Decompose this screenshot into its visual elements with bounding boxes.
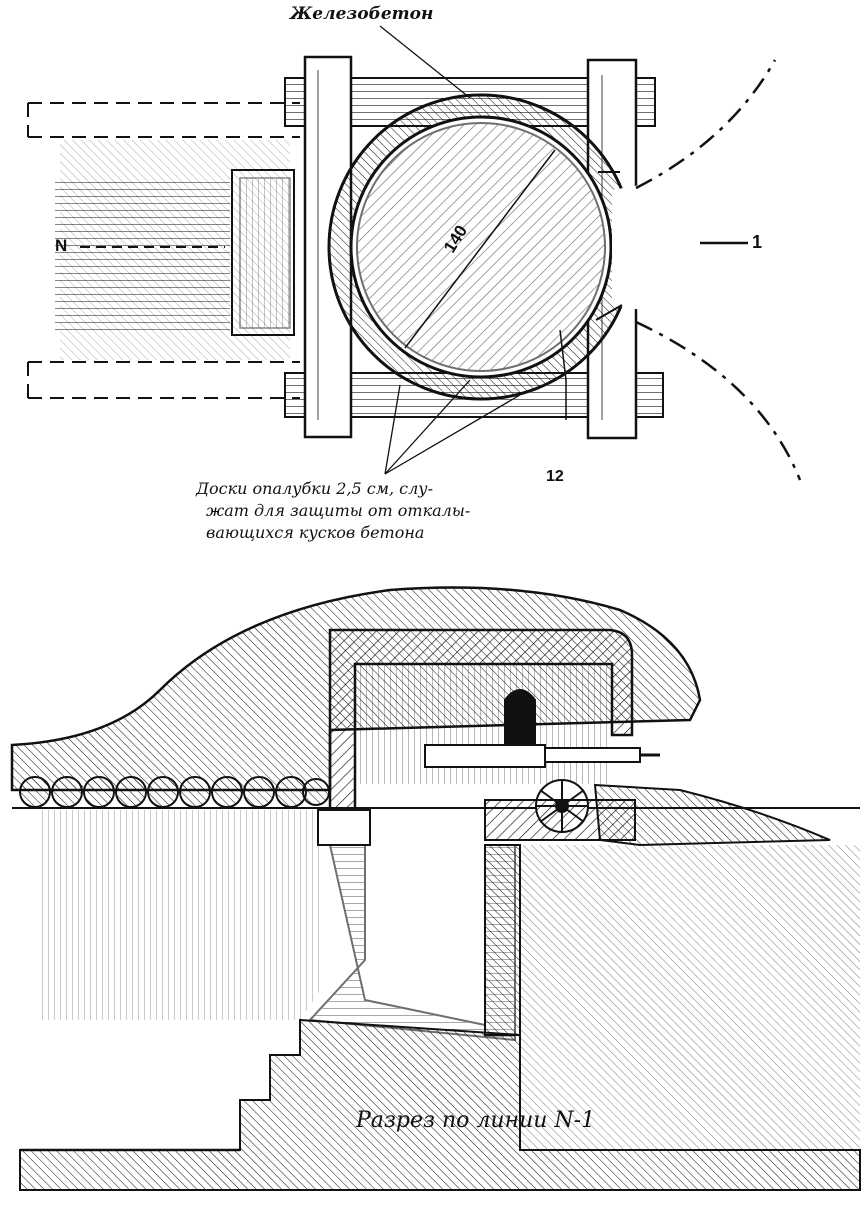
label-section-end: 1	[752, 232, 763, 252]
note-line-3: вающихся кусков бетона	[206, 523, 425, 542]
leader-12	[559, 329, 567, 420]
leader-note-3	[384, 394, 521, 475]
trench-dashed-outline	[27, 102, 300, 399]
leader-note-1	[384, 379, 471, 475]
entrance-door	[239, 177, 291, 329]
plan-view	[27, 25, 802, 481]
leader-note-2	[384, 384, 401, 475]
label-material: Железобетон	[290, 4, 434, 24]
section-caption: Разрез по линии N-1	[356, 1108, 596, 1133]
fire-arc-upper	[635, 59, 777, 190]
fire-arc-lower	[635, 320, 802, 481]
embrasure-gap	[612, 185, 642, 310]
formwork-note: Доски опалубки 2,5 см, слу- жат для защи…	[196, 478, 470, 544]
note-line-1: Доски опалубки 2,5 см, слу-	[196, 479, 433, 498]
leader-material	[379, 25, 471, 99]
diameter-line	[404, 149, 556, 349]
parapet-right	[593, 783, 831, 847]
note-line-2: жат для защиты от откалы-	[206, 501, 471, 520]
trench-earth-left	[40, 810, 320, 1020]
trench-wall-right	[484, 844, 521, 1036]
label-section-start: N	[55, 236, 68, 255]
platform-left	[317, 809, 371, 846]
gun-platform	[484, 799, 636, 841]
section-view	[10, 586, 861, 1191]
entrance-frame	[231, 169, 295, 336]
label-callout-12: 12	[546, 468, 564, 485]
log-row	[19, 776, 330, 808]
trench-steps	[19, 1018, 861, 1191]
trench-earth-right	[520, 845, 860, 1150]
